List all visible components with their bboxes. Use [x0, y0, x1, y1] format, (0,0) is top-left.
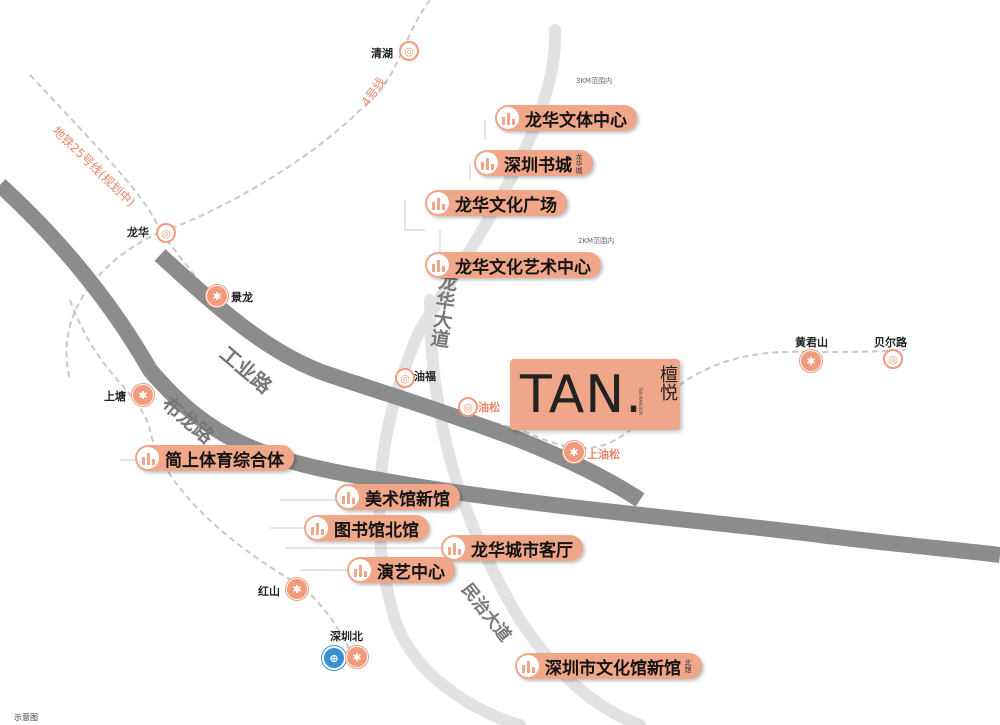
metro-icon[interactable]: ✱ [286, 578, 308, 600]
metro-south-dashed [69, 299, 356, 661]
station-qinghu-label: 清湖 [371, 47, 393, 60]
poi-label: 美术馆新馆 [365, 489, 450, 510]
schematic-note: 示意图 [14, 713, 38, 722]
building-icon [306, 517, 328, 539]
range-2km: 2KM范围内 [578, 237, 615, 245]
poi-library-north[interactable]: 图书馆北馆 [304, 515, 429, 541]
brand-tagline: TAN MANSION [638, 387, 643, 416]
bulong-road [0, 179, 1000, 563]
metro-outline-icon[interactable]: ◎ [458, 397, 478, 417]
poi-label: 龙华文化广场 [455, 195, 557, 216]
building-icon [427, 192, 449, 214]
railway-icon[interactable]: ⊕ [322, 646, 346, 670]
line25-dashed [29, 74, 161, 233]
building-icon [517, 655, 539, 677]
poi-label: 简上体育综合体 [165, 450, 284, 471]
poi-label: 图书馆北馆 [334, 520, 419, 541]
station-jinglong-label: 景龙 [231, 291, 253, 304]
poi-jianshang-sports-complex[interactable]: 简上体育综合体 [135, 445, 294, 471]
range-3km: 3KM范围内 [576, 77, 613, 85]
station-beierlu-label: 贝尔路 [874, 336, 907, 349]
station-hongshan-label: 红山 [258, 585, 280, 598]
metro-outline-icon[interactable]: ◎ [395, 368, 415, 388]
building-icon [337, 486, 359, 508]
poi-performing-arts-center[interactable]: 演艺中心 [347, 557, 455, 583]
building-icon [497, 107, 519, 129]
minzhi-avenue-road [424, 294, 646, 725]
metro-icon[interactable]: ✱ [132, 384, 154, 406]
metro-icon[interactable]: ✱ [346, 646, 368, 668]
building-icon [427, 254, 449, 276]
station-shangtang-label: 上塘 [104, 390, 126, 403]
metro-icon[interactable]: ✱ [800, 350, 822, 372]
project-brand-marker[interactable]: TAN. TAN MANSION 檀悦 [510, 359, 680, 430]
poi-label: 演艺中心 [377, 562, 445, 583]
station-shenzhenbei-label: 深圳北 [330, 630, 363, 643]
metro-outline-icon[interactable]: ◎ [156, 223, 176, 243]
poi-label: 龙华城市客厅 [471, 540, 573, 561]
line4-dashed [159, 0, 431, 233]
poi-shenzhen-bookcity[interactable]: 深圳书城 龙华城 [474, 150, 593, 176]
building-icon [349, 559, 371, 581]
building-icon [443, 537, 465, 559]
station-huangjunshan-label: 黄君山 [795, 336, 828, 349]
gongye-road [154, 249, 645, 507]
station-yousong-label: 油松 [478, 401, 500, 414]
poi-longhua-sports-center[interactable]: 龙华文体中心 [495, 105, 637, 131]
brand-cn-name: 檀悦 [657, 365, 678, 401]
poi-label: 深圳书城 [504, 155, 572, 176]
metro-icon[interactable]: ✱ [563, 441, 585, 463]
poi-shenzhen-cultural-center[interactable]: 深圳市文化馆新馆 北馆 [515, 653, 702, 679]
poi-label: 龙华文化艺术中心 [455, 257, 591, 278]
building-icon [476, 152, 498, 174]
station-longhua-label: 龙华 [127, 226, 149, 239]
poi-art-museum[interactable]: 美术馆新馆 [335, 484, 460, 510]
station-shangyousong-label: 上油松 [587, 448, 620, 461]
metro-icon[interactable]: ✱ [206, 285, 228, 307]
station-youfu-label: 油福 [414, 370, 436, 383]
building-icon [137, 447, 159, 469]
metro-outline-icon[interactable]: ◎ [399, 41, 419, 61]
metro-outline-icon[interactable]: ◎ [883, 349, 903, 369]
poi-tag: 龙华城 [575, 152, 583, 174]
poi-tag: 北馆 [684, 659, 692, 673]
poi-label: 龙华文体中心 [525, 110, 627, 131]
poi-longhua-arts-center[interactable]: 龙华文化艺术中心 [425, 252, 601, 278]
brand-name: TAN. [520, 365, 643, 425]
poi-label: 深圳市文化馆新馆 [545, 658, 681, 679]
poi-longhua-cultural-square[interactable]: 龙华文化广场 [425, 190, 567, 216]
poi-longhua-city-lounge[interactable]: 龙华城市客厅 [441, 535, 583, 561]
